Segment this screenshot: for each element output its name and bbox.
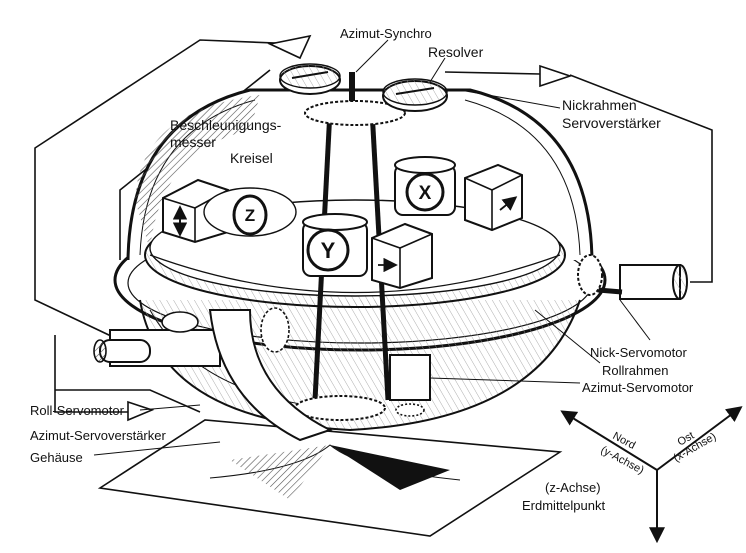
amplifier-triangles	[127, 34, 573, 422]
label-azimut-servoverstaerker: Azimut-Servoverstärker	[30, 428, 166, 443]
resolver-disc	[382, 78, 448, 112]
gyro-z	[203, 187, 297, 237]
azimut-synchro-disc	[279, 63, 341, 95]
label-erdmittelpunkt: Erdmittelpunkt	[522, 498, 605, 513]
gehaeuse-base	[97, 419, 563, 537]
top-gear	[304, 100, 406, 126]
nickrahmen-amplifier-triangle	[539, 64, 573, 88]
gyro-z-letter: Z	[245, 206, 255, 225]
gyro-y	[302, 213, 368, 277]
label-nick-servomotor: Nick-Servomotor	[590, 345, 687, 360]
leader-lines	[93, 39, 651, 456]
nick-servomotor	[577, 254, 688, 300]
label-messer: messer	[170, 134, 216, 150]
axis-arrows	[560, 406, 743, 544]
gyro-x-letter: X	[419, 183, 432, 204]
label-beschleunigungs: Beschleunigungs-	[170, 117, 282, 133]
label-resolver: Resolver	[428, 44, 484, 60]
gyro-x	[394, 156, 456, 216]
label-z-achse: (z-Achse)	[545, 480, 601, 495]
label-kreisel: Kreisel	[230, 150, 273, 166]
x-axis-arrow	[656, 406, 743, 471]
accelerometer-front	[371, 222, 433, 290]
label-azimut-synchro: Azimut-Synchro	[340, 26, 432, 41]
top-left-amplifier-triangle	[267, 34, 312, 60]
label-nickrahmen-1: Nickrahmen	[562, 97, 637, 113]
label-rollrahmen: Rollrahmen	[602, 363, 668, 378]
label-azimut-servomotor: Azimut-Servomotor	[582, 380, 694, 395]
accelerometer-right	[464, 163, 523, 232]
label-nickrahmen-2: Servoverstärker	[562, 115, 661, 131]
azimut-servomotor	[294, 354, 431, 421]
roll-servomotor	[93, 311, 221, 367]
label-gehaeuse: Gehäuse	[30, 450, 83, 465]
roll-frame-band	[208, 307, 333, 442]
gyro-y-letter: Y	[321, 238, 336, 263]
y-axis-arrow	[560, 410, 658, 471]
azimut-amplifier-triangle	[127, 400, 155, 422]
label-roll-servomotor: Roll-Servomotor	[30, 403, 125, 418]
